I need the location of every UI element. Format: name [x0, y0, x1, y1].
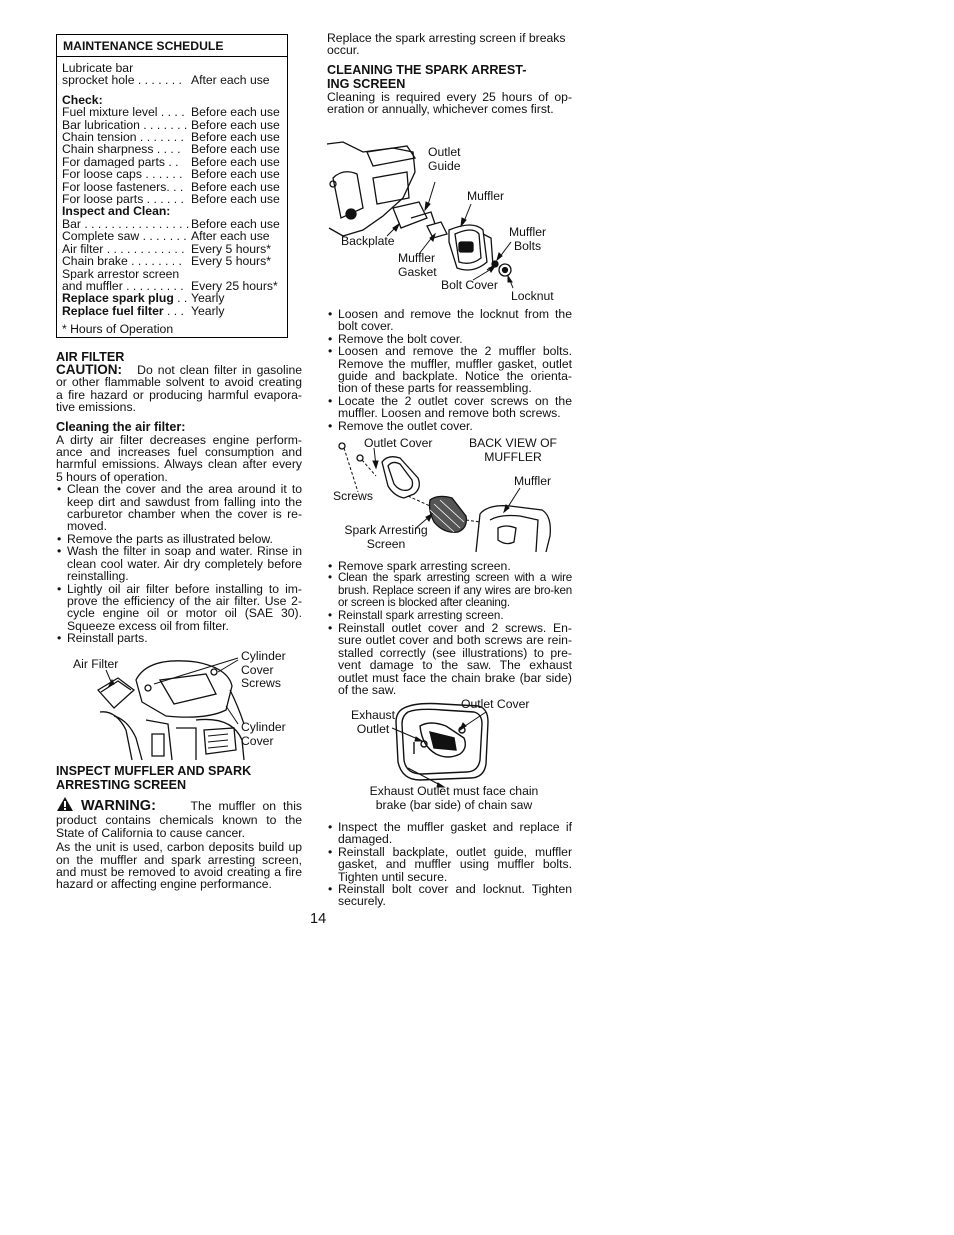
warning-paragraph: WARNING: The muffler on this product con…: [56, 796, 302, 839]
fig-label-bolt-cover: Bolt Cover: [441, 278, 498, 292]
screen-cleaning-steps: Remove spark arresting screen. Clean the…: [327, 560, 572, 697]
cleaning-interval-text: Cleaning is required every 25 hours of o…: [327, 89, 572, 117]
schedule-row: Replace spark plug . .Yearly: [62, 291, 225, 306]
schedule-row: Replace fuel filter . . .Yearly: [62, 303, 225, 318]
maintenance-schedule-table: MAINTENANCE SCHEDULE Lubricate bar sproc…: [56, 34, 288, 338]
list-item: Clean the cover and the area around it t…: [56, 483, 302, 533]
list-item: Remove the parts as illustrated below.: [56, 532, 302, 545]
list-item: Wash the filter in soap and water. Rinse…: [56, 545, 302, 582]
inspect-heading: Inspect and Clean:: [62, 204, 171, 219]
list-item: Reinstall backplate, outlet guide, muffl…: [327, 846, 572, 883]
fig-label-cylinder-cover: Cylinder Cover: [241, 720, 286, 748]
list-item: Reinstall bolt cover and locknut. Tighte…: [327, 883, 572, 908]
schedule-row: For damaged parts . .Before each use: [62, 154, 280, 169]
check-heading: Check:: [62, 92, 103, 107]
fig-label-back-view: BACK VIEW OF MUFFLER: [468, 436, 558, 464]
warning-text: The muffler on this product contains che…: [56, 799, 303, 840]
caution-paragraph: CAUTION: Do not clean filter in gasoline…: [56, 362, 302, 415]
fig-label-muffler-back: Muffler: [514, 474, 552, 488]
schedule-row: Complete saw . . . . . . .After each use: [62, 229, 270, 244]
schedule-row: Bar . . . . . . . . . . . . . . . .Befor…: [62, 216, 280, 231]
fig-label-air-filter: Air Filter: [73, 657, 119, 671]
schedule-row: Chain brake . . . . . . . .Every 5 hours…: [62, 254, 271, 269]
muffler-removal-steps: Loosen and remove the locknut from the b…: [327, 308, 572, 433]
exhaust-outlet-illustration: [391, 702, 489, 788]
schedule-row: and muffler . . . . . . . . .Every 25 ho…: [62, 278, 278, 293]
warning-triangle-icon: [56, 796, 74, 814]
fig-label-muffler: Muffler: [467, 189, 505, 203]
air-filter-steps: Clean the cover and the area around it t…: [56, 483, 302, 645]
spark-screen-section: Replace the spark arresting screen if br…: [327, 32, 572, 116]
list-item: Locate the 2 outlet cover screws on the …: [327, 395, 572, 420]
cleaning-spark-heading: CLEANING THE SPARK ARREST- ING SCREEN: [327, 62, 527, 91]
fig-label-muffler-gasket: Muffler Gasket: [398, 251, 437, 279]
caution-label: CAUTION:: [56, 362, 122, 377]
list-item: Clean the spark arresting screen with a …: [327, 572, 572, 609]
schedule-row: Air filter . . . . . . . . . . . .Every …: [62, 241, 271, 256]
list-item: Loosen and remove the 2 muffler bolts. R…: [327, 345, 572, 395]
list-item: Reinstall spark arresting screen.: [327, 609, 572, 623]
schedule-row: Bar lubrication . . . . . . .Before each…: [62, 117, 280, 132]
fig-label-exhaust-outlet: Exhaust Outlet: [350, 708, 396, 736]
list-item: Reinstall outlet cover and 2 screws. En-…: [327, 622, 572, 697]
replace-screen-note: Replace the spark arresting screen if br…: [327, 31, 566, 58]
air-filter-figure: Air Filter Cylinder Cover Screws Cylinde…: [56, 649, 302, 762]
list-item: Lightly oil air filter before installing…: [56, 582, 302, 633]
cleaning-air-filter-heading: Cleaning the air filter:: [56, 419, 186, 434]
fig-label-spark-screen: Spark Arresting Screen: [344, 523, 428, 551]
fig-label-cover-screws: Cylinder Cover Screws: [241, 649, 286, 690]
exhaust-outlet-figure: Exhaust Outlet Outlet Cover Exhaust Outl…: [346, 697, 562, 814]
air-filter-heading: AIR FILTER: [56, 350, 125, 364]
list-item: Inspect the muffler gasket and replace i…: [327, 821, 572, 846]
page-number: 14: [310, 911, 327, 927]
back-view-illustration: [338, 442, 551, 553]
air-filter-section: AIR FILTER CAUTION: Do not clean filter …: [56, 350, 302, 645]
warning-label: WARNING:: [80, 798, 156, 814]
air-filter-illustration: [96, 657, 245, 761]
schedule-row: For loose caps . . . . . .Before each us…: [62, 167, 280, 182]
fig-label-outlet-guide: Outlet Guide: [428, 145, 461, 173]
list-item: Remove the outlet cover.: [327, 419, 572, 432]
inspect-muffler-section: INSPECT MUFFLER AND SPARK ARRESTING SCRE…: [56, 764, 302, 891]
air-filter-intro: A dirty air filter decreases engine perf…: [56, 432, 302, 484]
fig-label-outlet-cover-3: Outlet Cover: [461, 697, 530, 711]
fig-caption-exhaust: Exhaust Outlet must face chain brake (ba…: [369, 784, 539, 812]
list-item: Remove spark arresting screen.: [327, 560, 572, 573]
fig-label-muffler-bolts: Muffler Bolts: [509, 225, 547, 253]
schedule-row: For loose fasteners. . .Before each use: [62, 179, 280, 194]
caution-text: Do not clean filter in gasoline or other…: [56, 363, 302, 415]
schedule-row: Chain tension . . . . . . .Before each u…: [62, 130, 280, 145]
back-view-figure: Outlet Cover BACK VIEW OF MUFFLER Muffle…: [330, 436, 572, 553]
muffler-exploded-illustration: [326, 141, 514, 289]
muffler-exploded-figure: Outlet Guide Muffler Muffler Bolts Backp…: [323, 138, 573, 306]
fig-label-outlet-cover: Outlet Cover: [364, 436, 433, 450]
list-item: Reinstall parts.: [56, 632, 302, 645]
schedule-title: MAINTENANCE SCHEDULE: [57, 35, 287, 57]
schedule-row: Lubricate bar: [62, 62, 134, 75]
fig-label-locknut: Locknut: [511, 289, 554, 303]
schedule-row: Chain sharpness . . . .Before each use: [62, 142, 280, 157]
muffler-body: As the unit is used, carbon deposits bui…: [56, 840, 302, 892]
schedule-footnote: * Hours of Operation: [62, 322, 174, 337]
schedule-row: Spark arrestor screen: [62, 267, 180, 280]
schedule-row: sprocket hole . . . . . . .After each us…: [62, 73, 270, 88]
fig-label-backplate: Backplate: [341, 234, 395, 248]
schedule-row: Fuel mixture level . . . .Before each us…: [62, 105, 280, 120]
fig-label-screws: Screws: [333, 489, 373, 503]
list-item: Remove the bolt cover.: [327, 332, 572, 345]
list-item: Loosen and remove the locknut from the b…: [327, 308, 572, 333]
reassembly-steps: Inspect the muffler gasket and replace i…: [327, 821, 572, 908]
inspect-muffler-heading: INSPECT MUFFLER AND SPARK ARRESTING SCRE…: [56, 764, 252, 792]
schedule-row: For loose parts . . . . . .Before each u…: [62, 192, 280, 207]
